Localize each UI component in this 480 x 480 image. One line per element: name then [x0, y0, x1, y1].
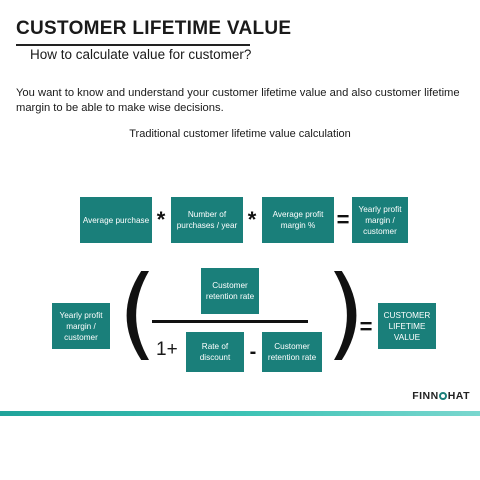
yearly-profit-margin-box: Yearly profit margin / customer [352, 197, 408, 243]
open-parenthesis: ( [118, 254, 158, 371]
one-plus-label: 1+ [156, 339, 178, 360]
logo-text-prefix: FINN [412, 390, 439, 402]
close-parenthesis: ) [326, 254, 366, 371]
average-profit-margin-box: Average profit margin % [262, 197, 334, 243]
retention-rate-denominator-box: Customer retention rate [262, 332, 322, 372]
equals-operator: = [336, 207, 350, 232]
chat-bubble-icon [439, 392, 448, 400]
average-purchase-box: Average purchase [80, 197, 152, 243]
finnchat-logo: FINN HAT [412, 390, 470, 402]
page-subtitle: How to calculate value for customer? [30, 47, 252, 62]
retention-rate-numerator-box: Customer retention rate [201, 268, 259, 314]
accent-bar [0, 411, 480, 416]
yearly-profit-margin-input-box: Yearly profit margin / customer [52, 303, 110, 349]
page-title: CUSTOMER LIFETIME VALUE [16, 18, 292, 39]
minus-operator: - [249, 340, 257, 363]
intro-text: You want to know and understand your cus… [16, 87, 460, 114]
multiply-operator: * [247, 207, 257, 232]
rate-of-discount-box: Rate of discount [186, 332, 244, 372]
title-underline [16, 44, 250, 46]
fraction-bar [152, 320, 308, 323]
logo-text-suffix: HAT [447, 390, 470, 402]
multiply-operator: * [156, 207, 166, 232]
equals-operator: = [359, 314, 373, 339]
formula-heading: Traditional customer lifetime value calc… [129, 128, 351, 140]
customer-lifetime-value-result-box: CUSTOMER LIFETIME VALUE [378, 303, 436, 349]
number-of-purchases-box: Number of purchases / year [171, 197, 243, 243]
